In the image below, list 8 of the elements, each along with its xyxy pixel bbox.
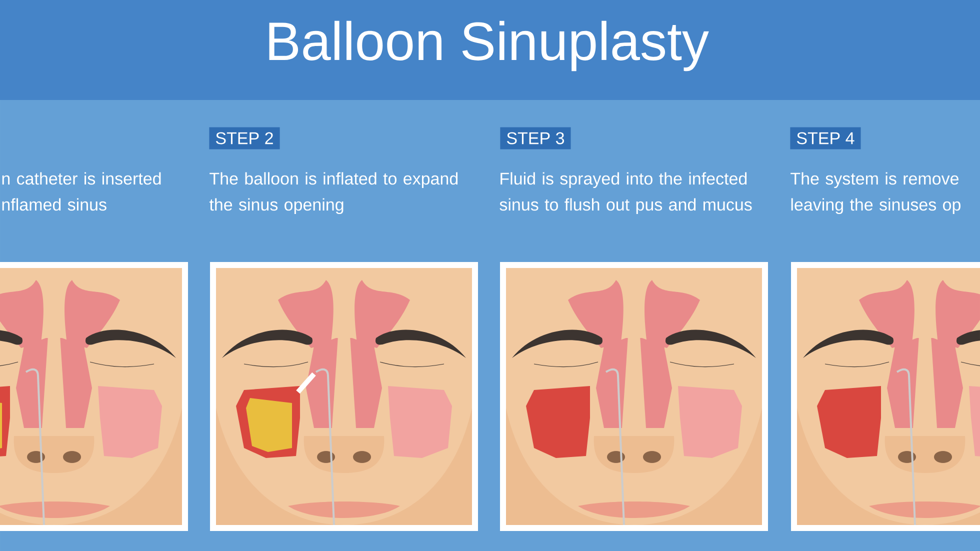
step-badge: STEP 2 xyxy=(209,127,280,150)
step-description: Fluid is sprayed into the infected sinus to flush out pus and mucus xyxy=(500,172,752,214)
step-description: n catheter is inserted nflamed sinus xyxy=(2,172,161,211)
step-badge: STEP 4 xyxy=(790,127,861,150)
step-description: The system is remove leaving the sinuses op xyxy=(790,172,960,214)
title: Balloon Sinuplasty xyxy=(269,20,709,72)
step-description: The balloon is inflated to expand the sinus opening xyxy=(209,172,458,214)
step-badge: STEP 3 xyxy=(500,127,571,150)
